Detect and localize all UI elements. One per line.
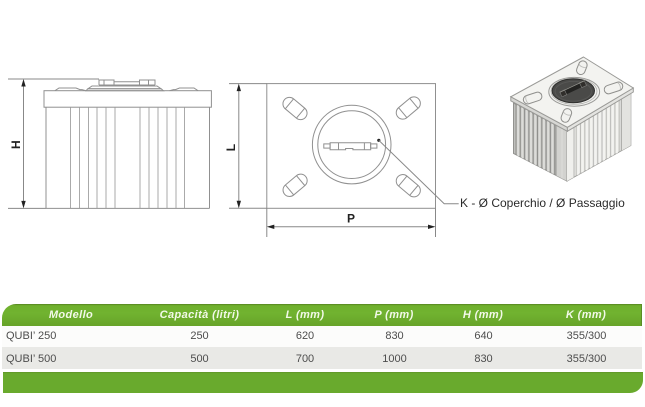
svg-text:H: H — [9, 140, 23, 149]
svg-text:K - Ø Coperchio / Ø Passaggio: K - Ø Coperchio / Ø Passaggio — [460, 196, 625, 210]
svg-text:L: L — [224, 144, 238, 151]
svg-text:P: P — [347, 212, 355, 226]
